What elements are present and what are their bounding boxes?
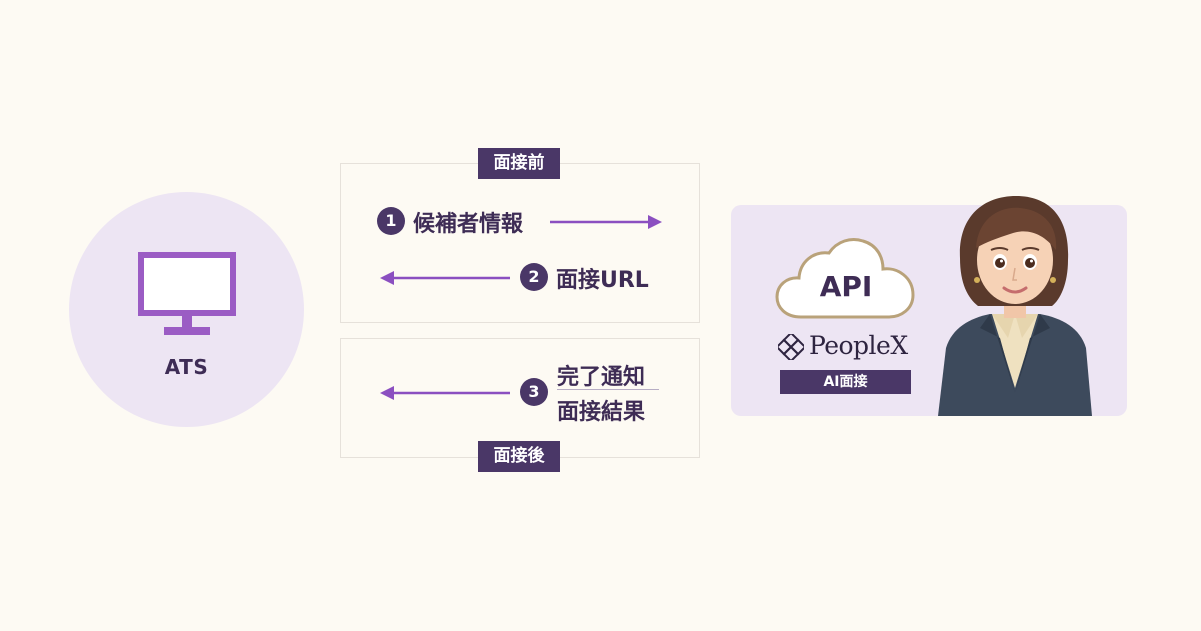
ai-interviewer-avatar [938, 196, 1092, 416]
ai-interview-badge: AI面接 [780, 370, 911, 394]
step-1-label: 候補者情報 [413, 212, 524, 237]
monitor-icon [138, 252, 236, 335]
step-2-label: 面接URL [556, 268, 649, 293]
step-3-label-result: 面接結果 [557, 400, 646, 425]
step-2-number: 2 [520, 263, 548, 291]
ats-label: ATS [164, 355, 209, 379]
after-interview-tag: 面接後 [478, 441, 560, 472]
arrow-left-icon [380, 386, 510, 400]
before-interview-box [340, 163, 700, 323]
peoplex-logo-icon [778, 334, 804, 360]
step-1-number: 1 [377, 207, 405, 235]
cloud-icon [775, 238, 915, 319]
api-label: API [819, 270, 873, 303]
step-3-label-completion: 完了通知 [557, 365, 646, 390]
peoplex-logo-text: PeopleX [809, 331, 908, 360]
step-3-number: 3 [520, 378, 548, 406]
arrow-left-icon [380, 271, 510, 285]
step-3-divider [557, 389, 659, 390]
after-interview-box [340, 338, 700, 458]
arrow-right-icon [550, 215, 662, 229]
before-interview-tag: 面接前 [478, 148, 560, 179]
